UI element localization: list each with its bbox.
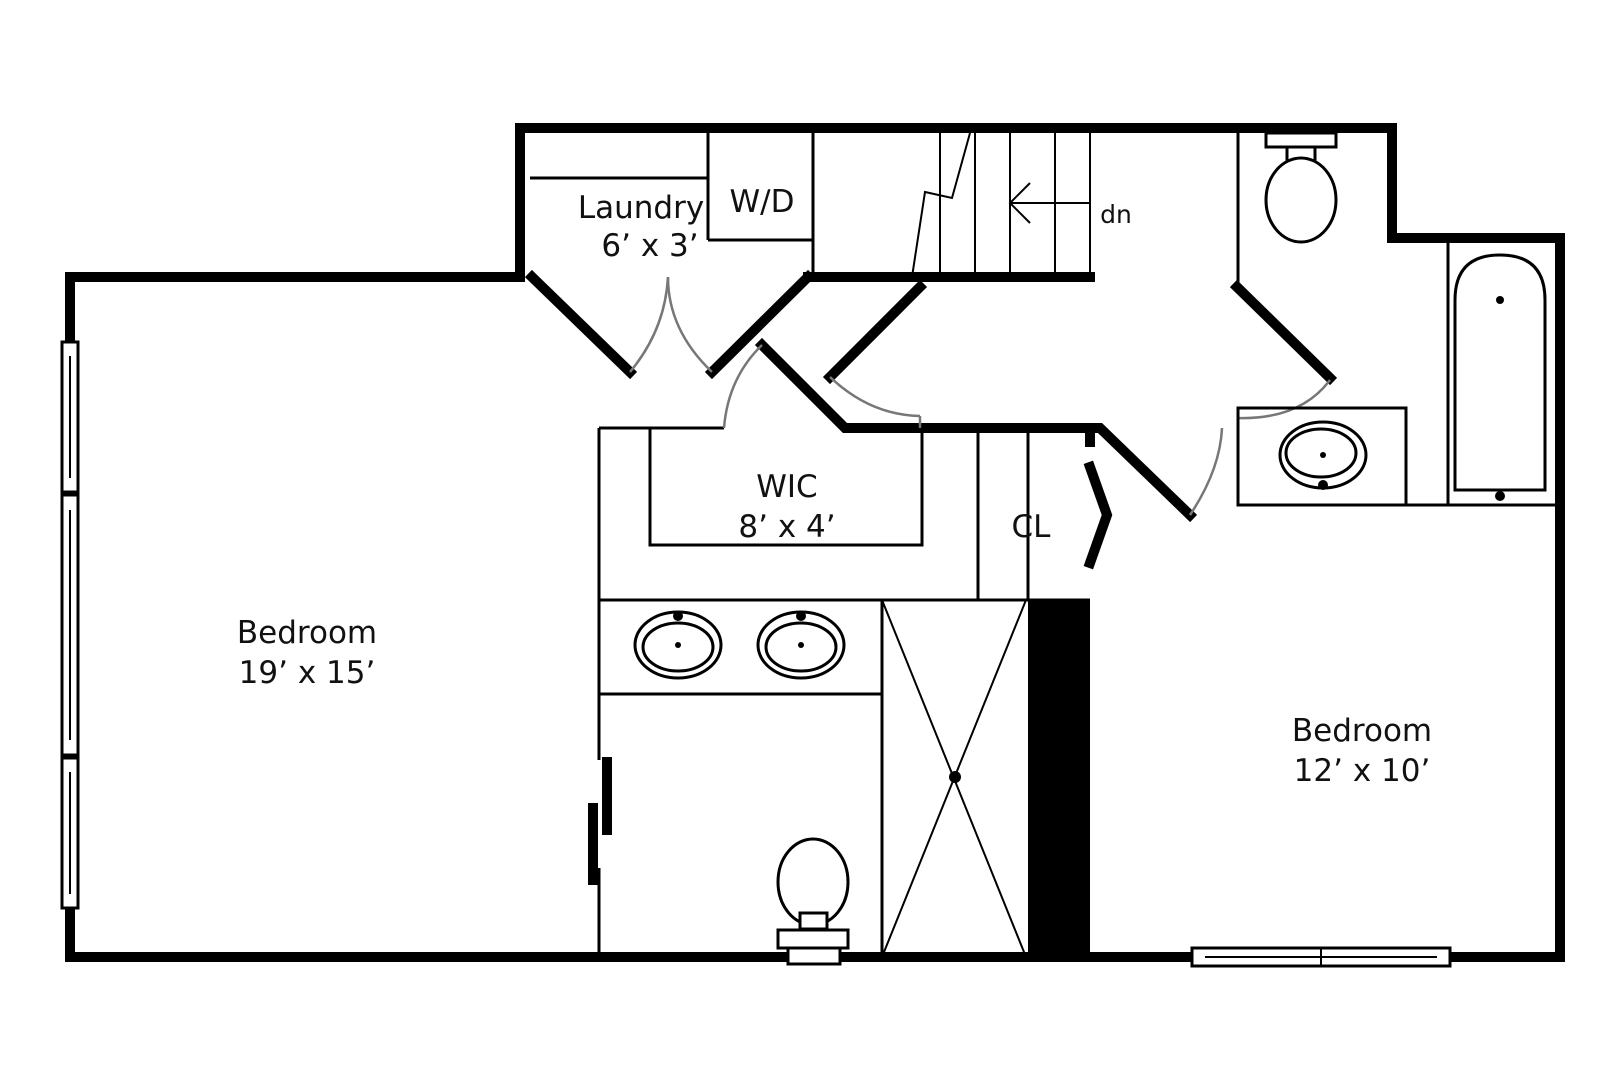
toilet-main-bath [776, 837, 850, 966]
staircase [911, 132, 1091, 278]
washer-dryer-label: W/D [730, 184, 795, 220]
second-bedroom-label: Bedroom [1292, 713, 1432, 749]
main-bedroom-dims: 19’ x 15’ [239, 655, 376, 691]
closet-label: CL [1012, 509, 1052, 545]
laundry-label: Laundry [578, 190, 704, 226]
door-swings [629, 276, 1331, 516]
bathtub [1453, 253, 1547, 501]
double-vanity [633, 610, 846, 680]
windows [60, 340, 1452, 968]
wic-shelving [648, 428, 924, 547]
shared-wall [1028, 600, 1090, 957]
exterior-walls [65, 123, 1565, 962]
vanity-upper-bath [1236, 406, 1408, 507]
wic-label: WIC [756, 469, 817, 505]
second-bedroom-dims: 12’ x 10’ [1294, 753, 1431, 789]
shower-stall [881, 599, 1027, 958]
toilet-upper-bath [1264, 131, 1338, 244]
main-bedroom-label: Bedroom [237, 615, 377, 651]
laundry-dims: 6’ x 3’ [601, 228, 698, 264]
wic-dims: 8’ x 4’ [738, 509, 835, 545]
stairs-down-label: dn [1100, 200, 1132, 229]
laundry-area [530, 133, 815, 277]
